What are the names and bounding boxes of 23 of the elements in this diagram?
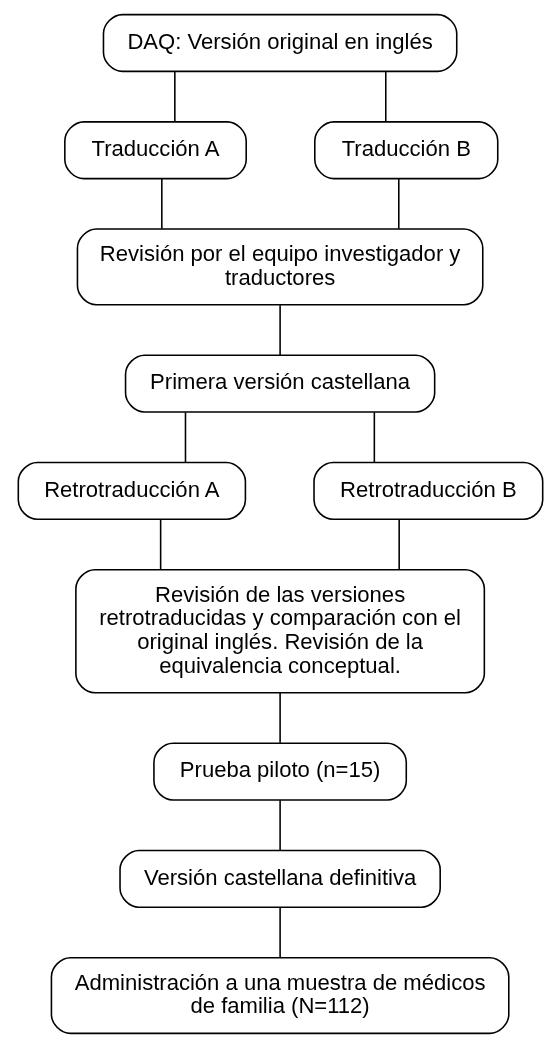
connector	[278, 906, 281, 959]
node-box: DAQ: Versión original en inglés	[102, 13, 458, 73]
node-box: Administración a una muestra de médicos de familia (N=112)	[50, 956, 510, 1035]
connector	[397, 178, 400, 230]
connector	[373, 411, 375, 463]
connector	[184, 411, 186, 463]
connector	[384, 70, 387, 123]
connector	[159, 518, 161, 571]
connector	[278, 692, 281, 744]
node-box: Retrotraducción A	[17, 461, 246, 521]
connector	[278, 799, 281, 851]
node-box: Revisión por el equipo investigador y traductores	[76, 228, 484, 306]
connector	[160, 178, 163, 230]
node-box: Prueba piloto (n=15)	[152, 742, 407, 801]
connector	[397, 518, 400, 571]
node-box: Revisión de las versiones retrotraducidas y comparación con el original inglés. Revisión de la equivalencia conceptual.	[74, 568, 485, 694]
node-box: Traducción B	[313, 121, 499, 180]
connector	[278, 304, 281, 356]
connector	[173, 70, 176, 123]
node-box: Traducción A	[63, 121, 247, 180]
node-box: Primera versión castellana	[124, 354, 435, 413]
node-box: Versión castellana definitiva	[118, 849, 441, 908]
node-box: Retrotraducción B	[312, 461, 543, 521]
